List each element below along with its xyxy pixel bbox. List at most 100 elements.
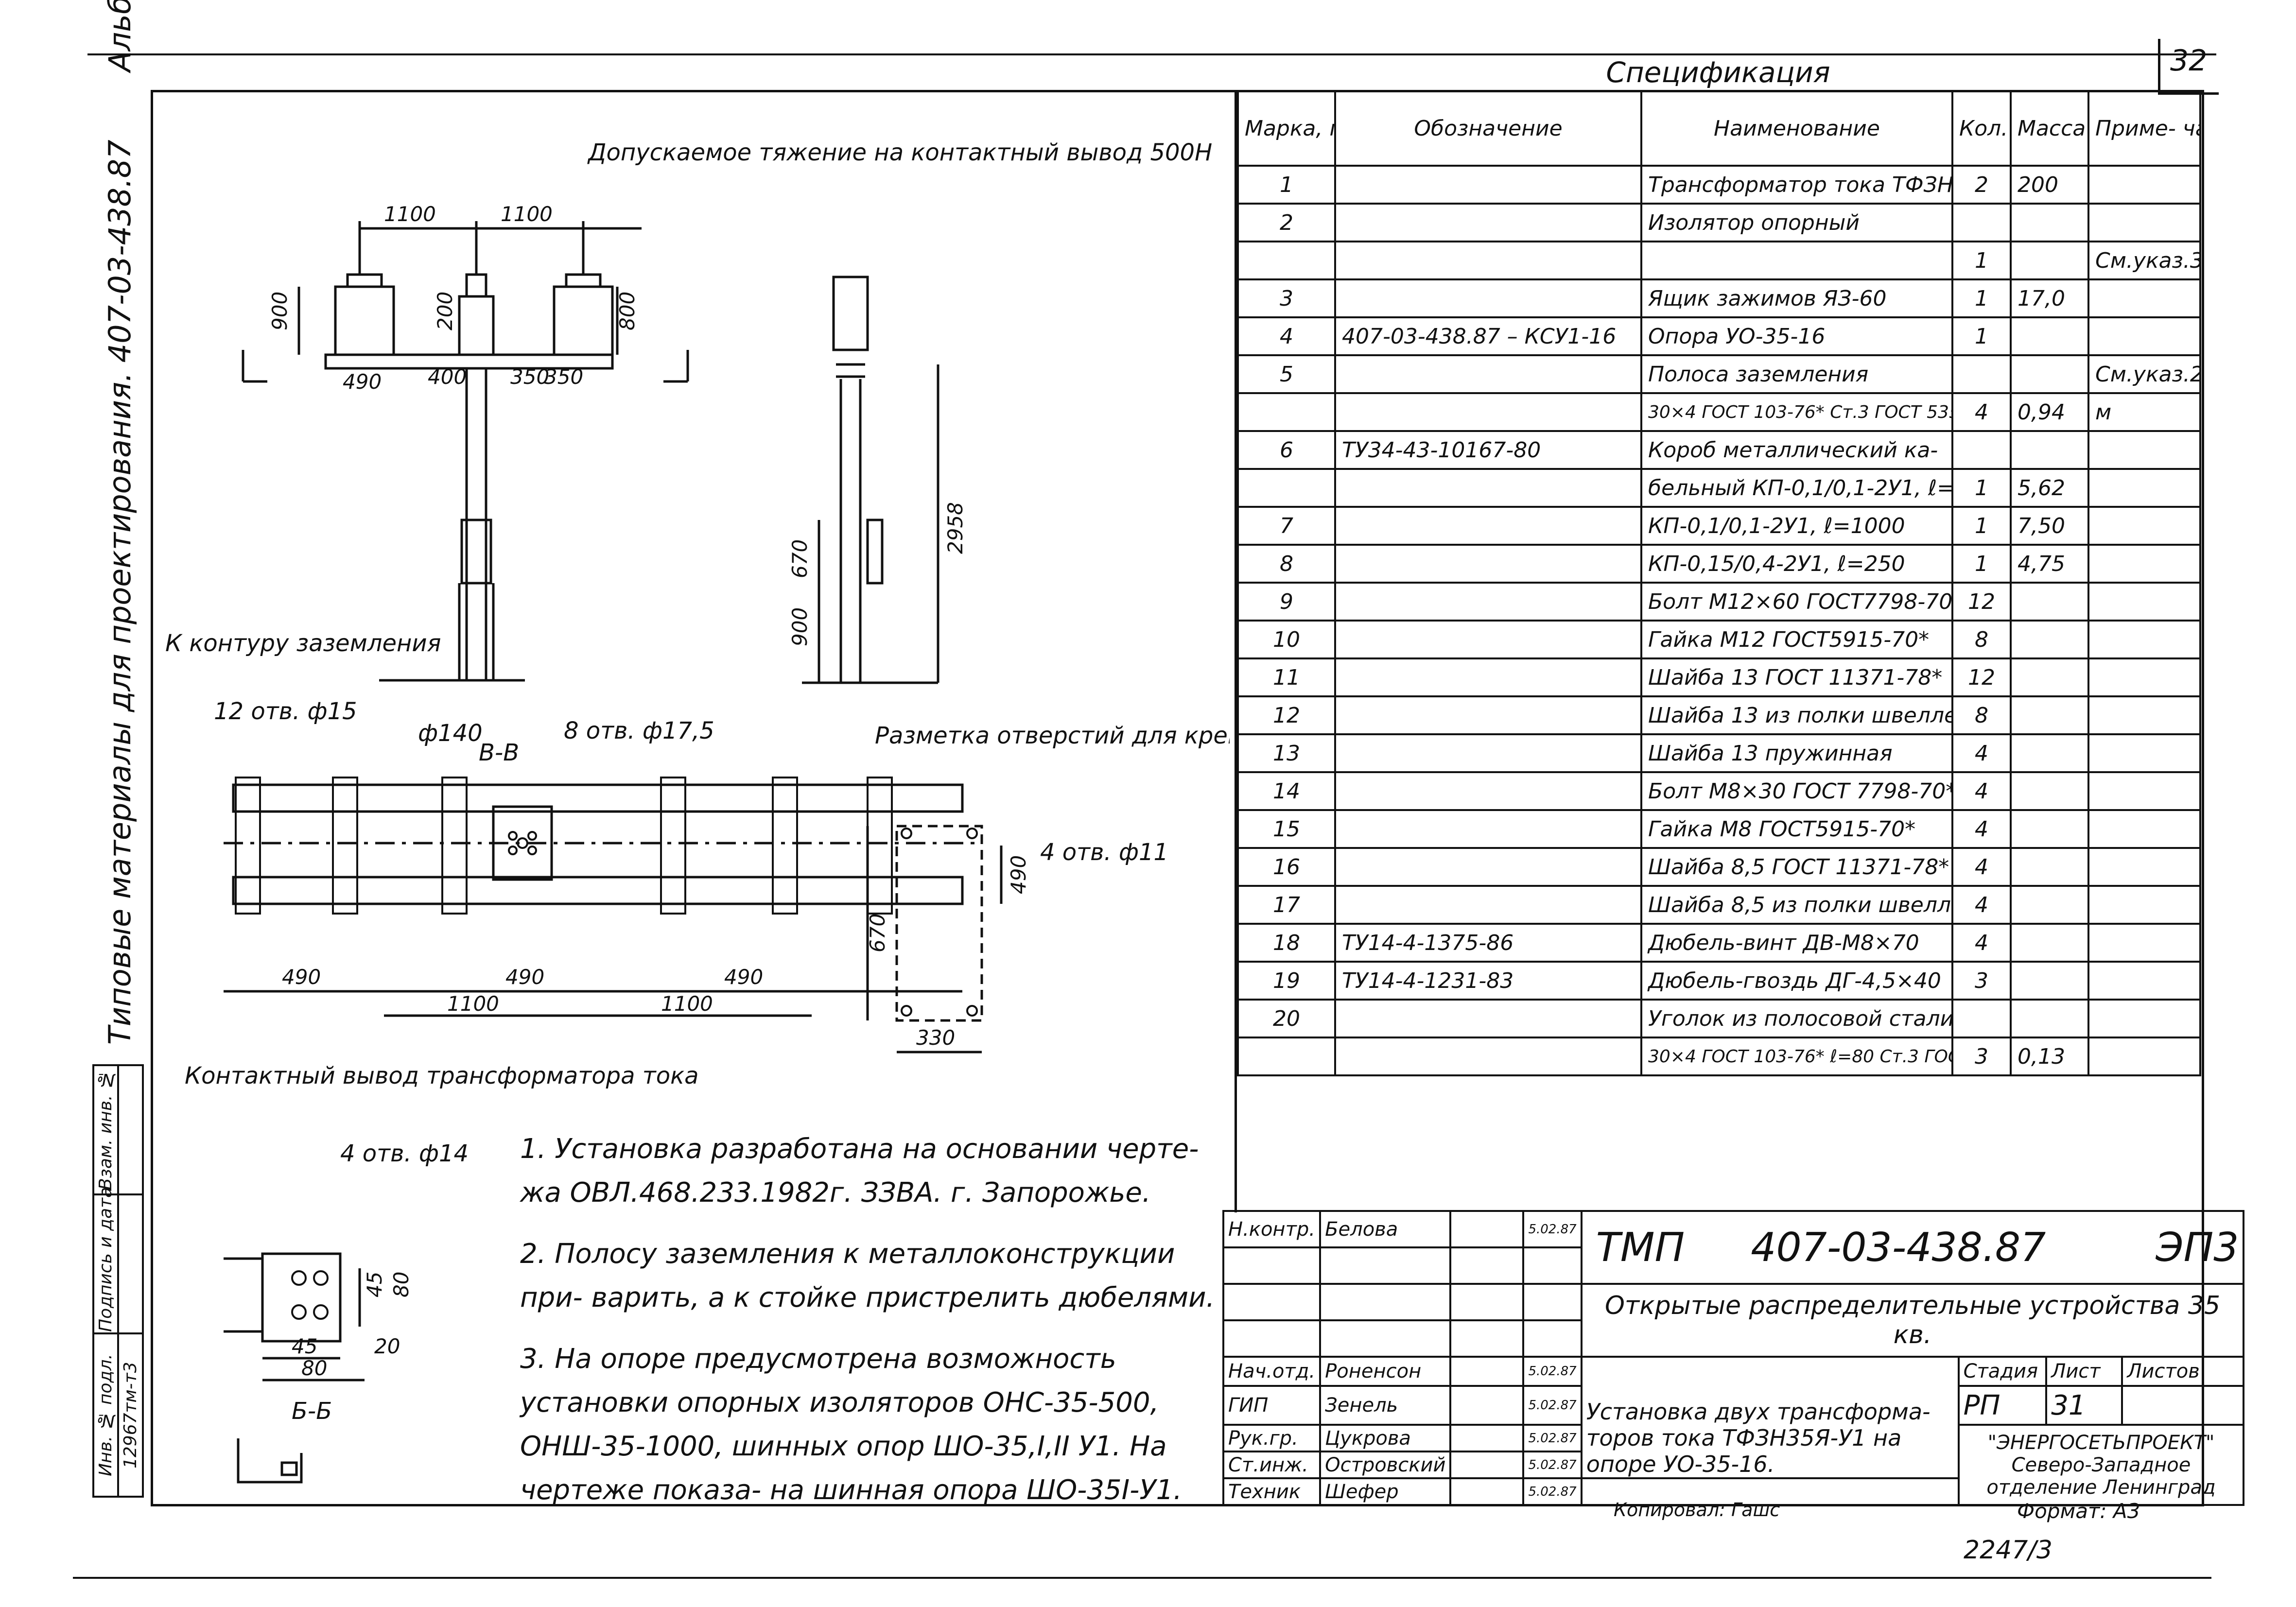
spec-cell-qty: 4 bbox=[1951, 809, 2012, 849]
spec-cell-note bbox=[2087, 278, 2201, 318]
spec-cell-qty bbox=[1951, 354, 2012, 394]
spec-cell-mass bbox=[2010, 354, 2089, 394]
spec-cell-mass bbox=[2010, 999, 2089, 1038]
spec-cell-name: Опора УО-35-16 bbox=[1640, 316, 1953, 356]
dim-2958: 2958 bbox=[943, 502, 967, 554]
spec-cell-code bbox=[1334, 809, 1642, 849]
spec-cell-mass bbox=[2010, 695, 2089, 735]
dim-490-b: 490 bbox=[282, 965, 321, 989]
spec-cell-mass bbox=[2010, 241, 2089, 280]
spec-cell-note: м bbox=[2087, 392, 2201, 432]
spec-cell-note bbox=[2087, 695, 2201, 735]
spec-cell-qty: 4 bbox=[1951, 392, 2012, 432]
spec-cell-qty: 3 bbox=[1951, 1037, 2012, 1076]
spec-cell-pos: 18 bbox=[1237, 923, 1336, 963]
spec-cell-qty: 4 bbox=[1951, 885, 2012, 925]
spec-cell-mass bbox=[2010, 733, 2089, 773]
spec-cell-pos: 2 bbox=[1237, 203, 1336, 242]
dim-670: 670 bbox=[788, 539, 812, 578]
section-66-label: Б-Б bbox=[292, 1398, 332, 1425]
spec-cell-mass: 0,13 bbox=[2010, 1037, 2089, 1076]
spec-cell-qty: 4 bbox=[1951, 923, 2012, 963]
spec-cell-name: 30×4 ГОСТ 103-76* ℓ=80 Ст.3 ГОСТ 535-76 bbox=[1640, 1037, 1953, 1076]
spec-cell-note bbox=[2087, 430, 2201, 470]
spec-cell-code bbox=[1334, 1037, 1642, 1076]
spec-cell-pos: 20 bbox=[1237, 999, 1336, 1038]
stamp-role: Нач.отд. bbox=[1222, 1356, 1322, 1387]
spec-cell-mass bbox=[2010, 809, 2089, 849]
spec-cell-qty: 8 bbox=[1951, 620, 2012, 659]
left-strip-cell: Инв. № подл. bbox=[93, 1333, 118, 1497]
spec-cell-qty bbox=[1951, 999, 2012, 1038]
spec-cell-note bbox=[2087, 657, 2201, 697]
technical-drawing: 1100 1100 900 200 800 490 400 350 350 67… bbox=[165, 139, 1230, 1484]
spec-cell-qty: 8 bbox=[1951, 695, 2012, 735]
dim-200: 200 bbox=[433, 292, 457, 330]
spec-cell-qty: 2 bbox=[1951, 165, 2012, 205]
spec-cell-mass: 17,0 bbox=[2010, 278, 2089, 318]
spec-cell-mass: 0,94 bbox=[2010, 392, 2089, 432]
spec-cell-code bbox=[1334, 506, 1642, 546]
bottom-rule bbox=[73, 1577, 2211, 1579]
dim-490-d: 490 bbox=[724, 965, 763, 989]
spec-cell-code bbox=[1334, 241, 1642, 280]
spec-row: бельный КП-0,1/0,1-2У1, ℓ=75015,62 bbox=[1237, 468, 2201, 508]
stamp-role: Ст.инж. bbox=[1222, 1451, 1322, 1479]
spec-cell-pos bbox=[1237, 468, 1336, 508]
spec-cell-code bbox=[1334, 657, 1642, 697]
spec-cell-qty: 1 bbox=[1951, 506, 2012, 546]
spec-cell-name: Шайба 13 ГОСТ 11371-78* bbox=[1640, 657, 1953, 697]
sheet-title-cell: Установка двух трансформа- торов тока ТФ… bbox=[1580, 1356, 1960, 1479]
spec-cell-name: Шайба 8,5 из полки швеллера bbox=[1640, 885, 1953, 925]
stamp-sign bbox=[1449, 1210, 1525, 1248]
spec-cell-mass bbox=[2010, 847, 2089, 887]
stamp-person: Роненсон bbox=[1319, 1356, 1452, 1387]
spec-cell-mass bbox=[2010, 582, 2089, 622]
spec-cell-name: Шайба 8,5 ГОСТ 11371-78* bbox=[1640, 847, 1953, 887]
spec-cell-note bbox=[2087, 468, 2201, 508]
allowed-tension-label: Допускаемое тяжение на контактный вывод … bbox=[587, 139, 1212, 166]
spec-cell-note bbox=[2087, 999, 2201, 1038]
spec-cell-note bbox=[2087, 582, 2201, 622]
dim-900: 900 bbox=[268, 292, 292, 330]
stamp-role: ГИП bbox=[1222, 1385, 1322, 1426]
spec-cell-name: Гайка М8 ГОСТ5915-70* bbox=[1640, 809, 1953, 849]
stamp-person: Зенель bbox=[1319, 1385, 1452, 1426]
spec-cell-code bbox=[1334, 165, 1642, 205]
spec-cell-pos: 12 bbox=[1237, 695, 1336, 735]
doc-code-number: 407-03-438.87 bbox=[1751, 1224, 2046, 1271]
spec-cell-qty bbox=[1951, 430, 2012, 470]
spec-cell-code bbox=[1334, 582, 1642, 622]
spec-cell-mass bbox=[2010, 316, 2089, 356]
spec-cell-qty: 4 bbox=[1951, 771, 2012, 811]
spec-cell-pos: 15 bbox=[1237, 809, 1336, 849]
left-strip-cell: Подпись и дата bbox=[93, 1187, 118, 1333]
spec-cell-note bbox=[2087, 1037, 2201, 1076]
spec-cell-code bbox=[1334, 771, 1642, 811]
dim-1100-c: 1100 bbox=[447, 992, 499, 1016]
holes-4-14-label: 4 отв. ф14 bbox=[340, 1140, 469, 1167]
spec-cell-pos: 3 bbox=[1237, 278, 1336, 318]
spec-cell-pos: 16 bbox=[1237, 847, 1336, 887]
spec-row: 15 Гайка М8 ГОСТ5915-70*4 bbox=[1237, 809, 2201, 849]
dim-670-v: 670 bbox=[866, 914, 889, 952]
doc-id: 2247/3 bbox=[1964, 1536, 2052, 1565]
dim-400: 400 bbox=[428, 365, 467, 389]
stamp-person: Белова bbox=[1319, 1210, 1452, 1248]
spec-cell-name: Дюбель-винт ДВ-М8×70 bbox=[1640, 923, 1953, 963]
spec-cell-note bbox=[2087, 165, 2201, 205]
spec-cell-code bbox=[1334, 203, 1642, 242]
page-number: 32 bbox=[2170, 44, 2208, 78]
spec-cell-note bbox=[2087, 544, 2201, 584]
spec-cell-qty: 1 bbox=[1951, 278, 2012, 318]
section-bb-label: В-В bbox=[479, 739, 519, 766]
stage-value: РП bbox=[1957, 1385, 2048, 1426]
side-title-text: Типовые материалы для проектирования. 40… bbox=[102, 139, 138, 1045]
spec-cell-note bbox=[2087, 885, 2201, 925]
